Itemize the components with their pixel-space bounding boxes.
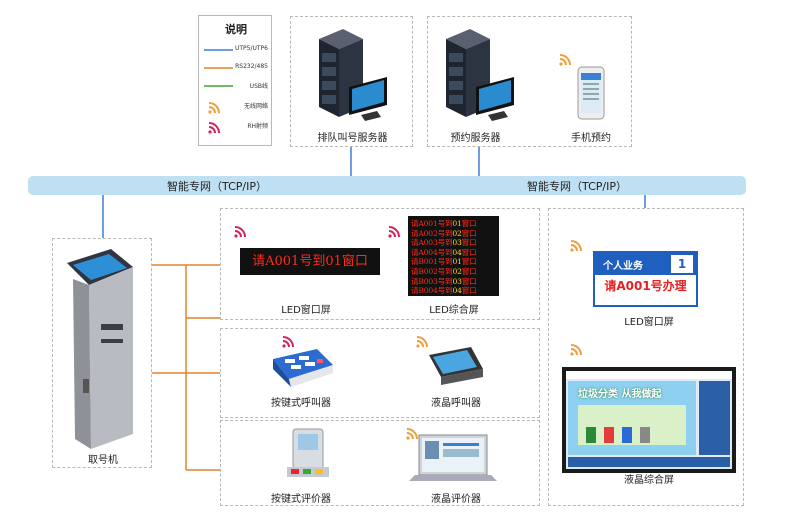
wifi-icon — [208, 102, 220, 114]
led-window-label: LED窗口屏 — [281, 305, 331, 316]
led-grid-row-number: 04 — [452, 247, 462, 257]
led-grid-row-prefix: 请B001号到 — [411, 257, 453, 267]
legend-title: 说明 — [225, 23, 247, 36]
led-grid-row-number: 01 — [452, 219, 462, 228]
wifi-icon — [570, 344, 582, 356]
wifi-icon — [388, 226, 400, 238]
keypad-evaluator-label: 按键式评价器 — [271, 494, 331, 505]
legend-item-usb: USB线 — [204, 83, 268, 90]
led-grid-row: 请A001号到01窗口 — [411, 218, 477, 229]
led-grid-row-prefix: 请B003号到 — [411, 276, 453, 286]
keypad-caller-label: 按键式呼叫器 — [271, 398, 331, 409]
keypad-evaluator-icon — [287, 428, 329, 477]
mobile-booking-label: 手机预约 — [571, 133, 611, 144]
lcd-combined-screen: 垃圾分类 从我做起 — [562, 367, 736, 473]
wifi-icon — [406, 428, 418, 440]
ticket-machine-box: 取号机 — [52, 238, 152, 468]
led-grid-row-number: 01 — [452, 257, 462, 267]
window-plate: 个人业务 1 请A001号办理 — [593, 251, 698, 307]
ticket-machine-label: 取号机 — [88, 455, 118, 466]
led-grid-row-suffix: 窗口 — [461, 247, 477, 257]
wifi-icon — [416, 336, 428, 348]
led-screens-box: LED窗口屏 LED综合屏 — [220, 208, 540, 320]
led-window-right-label: LED窗口屏 — [624, 317, 674, 328]
booking-server-box: 预约服务器 手机预约 — [427, 16, 632, 147]
plate-text: 请A001号办理 — [604, 279, 687, 293]
wifi-icon — [282, 336, 294, 348]
led-grid-row-number: 03 — [452, 238, 462, 248]
keypad-caller-icon — [273, 349, 333, 387]
wifi-icon — [234, 226, 246, 238]
led-grid-row-suffix: 窗口 — [461, 238, 477, 248]
led-grid-row-number: 03 — [452, 276, 462, 286]
lcd-banner: 垃圾分类 从我做起 — [578, 389, 662, 400]
led-combined-label: LED综合屏 — [429, 305, 479, 316]
wifi-icon — [208, 122, 220, 134]
led-grid-row: 请A003号到03窗口 — [411, 237, 477, 248]
plate-number: 1 — [671, 255, 693, 273]
network-label-right: 智能专网（TCP/IP） — [527, 180, 627, 193]
wifi-icon — [559, 54, 571, 66]
legend-item-rs232: RS232/485 — [204, 63, 268, 70]
led-grid-row-suffix: 窗口 — [461, 219, 477, 228]
network-label-left: 智能专网（TCP/IP） — [167, 180, 267, 193]
led-grid-row: 请B001号到01窗口 — [411, 256, 477, 267]
evaluators-box: 按键式评价器 液晶评价器 — [220, 420, 540, 506]
callers-box: 按键式呼叫器 液晶呼叫器 — [220, 328, 540, 418]
lcd-caller-label: 液晶呼叫器 — [431, 398, 481, 409]
wifi-icon — [570, 240, 582, 252]
legend-item-utp: UTP5/UTP6 — [204, 45, 268, 52]
led-grid-row-prefix: 请A004号到 — [411, 247, 453, 257]
plate-business: 个人业务 — [603, 261, 643, 272]
led-grid-row-prefix: 请B002号到 — [411, 267, 453, 276]
legend-item-rf: RH射频 — [203, 120, 269, 134]
led-grid-row-prefix: 请A001号到 — [411, 219, 453, 228]
legend-item-wireless: 无线网络 — [203, 100, 269, 114]
lcd-combined-label: 液晶综合屏 — [624, 475, 674, 486]
right-panel-box: LED窗口屏 液晶综合屏 — [548, 208, 744, 506]
led-grid-row-suffix: 窗口 — [461, 276, 477, 286]
legend: 说明 UTP5/UTP6 RS232/485 USB线 无线网络 RH射频 — [198, 15, 272, 146]
led-grid-row: 请B002号到02窗口 — [411, 266, 477, 277]
led-grid-row-prefix: 请B004号到 — [411, 286, 453, 296]
kiosk-icon — [67, 249, 133, 449]
led-grid-row-suffix: 窗口 — [461, 228, 477, 238]
network-bar — [28, 176, 746, 195]
led-window-screen: 请A001号到01窗口 — [240, 248, 380, 275]
led-grid-row-prefix: 请A003号到 — [411, 238, 453, 248]
server-icon — [446, 29, 605, 121]
queue-server-label: 排队叫号服务器 — [317, 133, 388, 144]
led-grid-row-suffix: 窗口 — [461, 257, 477, 267]
led-grid-row-number: 02 — [452, 267, 462, 276]
led-grid-row: 请B004号到04窗口 — [411, 285, 477, 296]
queue-server-box: 排队叫号服务器 — [290, 16, 413, 147]
server-icon — [319, 29, 387, 121]
led-grid-row-prefix: 请A002号到 — [411, 228, 453, 238]
led-grid-row-number: 02 — [452, 228, 462, 238]
led-grid-row-number: 04 — [452, 286, 462, 296]
led-combined-screen: 请A001号到01窗口请A002号到02窗口请A003号到03窗口请A004号到… — [408, 216, 499, 296]
booking-server-label: 预约服务器 — [450, 133, 501, 144]
led-grid-row-suffix: 窗口 — [461, 286, 477, 296]
lcd-evaluator-icon — [409, 434, 497, 481]
led-grid-row: 请A002号到02窗口 — [411, 228, 477, 239]
led-grid-row: 请B003号到03窗口 — [411, 276, 477, 287]
lcd-caller-icon — [429, 347, 483, 385]
led-grid-row: 请A004号到04窗口 — [411, 247, 477, 258]
led-grid-row-suffix: 窗口 — [461, 267, 477, 276]
lcd-evaluator-label: 液晶评价器 — [431, 494, 481, 505]
